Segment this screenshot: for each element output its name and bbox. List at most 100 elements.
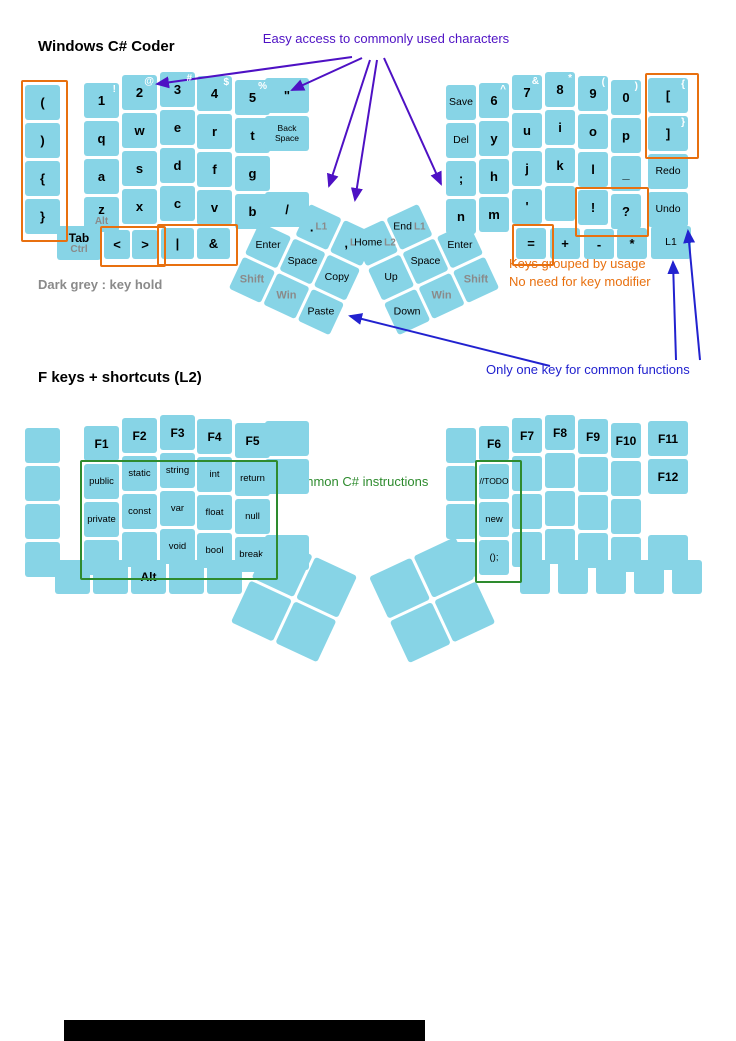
key-u[interactable]: u bbox=[512, 113, 542, 148]
key-o[interactable]: o bbox=[578, 114, 608, 149]
key-blank[interactable] bbox=[545, 491, 575, 526]
key-r[interactable]: r bbox=[197, 114, 232, 149]
key-blank[interactable] bbox=[446, 428, 476, 463]
key-blank[interactable]: < bbox=[104, 230, 130, 259]
key-blank[interactable]: { bbox=[25, 161, 60, 196]
key-f1[interactable]: F1 bbox=[84, 426, 119, 461]
key-f2[interactable]: F2 bbox=[122, 418, 157, 453]
key-blank[interactable] bbox=[545, 186, 575, 221]
key-i[interactable]: i bbox=[545, 110, 575, 145]
key-blank[interactable] bbox=[578, 495, 608, 530]
key-f10[interactable]: F10 bbox=[611, 423, 641, 458]
key-4[interactable]: $4 bbox=[197, 76, 232, 111]
key-6[interactable]: ^6 bbox=[479, 83, 509, 118]
key-x[interactable]: x bbox=[122, 189, 157, 224]
key-new[interactable]: new bbox=[479, 502, 509, 537]
key-blank[interactable] bbox=[25, 466, 60, 501]
key-var[interactable]: var bbox=[160, 491, 195, 526]
key-l[interactable]: l bbox=[578, 152, 608, 187]
key-undo[interactable]: Undo bbox=[648, 192, 688, 227]
key-blank[interactable]: * bbox=[617, 228, 647, 259]
key-t[interactable]: t bbox=[235, 118, 270, 153]
key-blank[interactable]: ! bbox=[578, 190, 608, 225]
key-m[interactable]: m bbox=[479, 197, 509, 232]
key-q[interactable]: q bbox=[84, 121, 119, 156]
key-blank[interactable] bbox=[634, 560, 664, 594]
key-static[interactable]: static bbox=[122, 456, 157, 491]
key-save[interactable]: Save bbox=[446, 85, 476, 120]
key-const[interactable]: const bbox=[122, 494, 157, 529]
key-blank[interactable] bbox=[558, 560, 588, 594]
key-7[interactable]: &7 bbox=[512, 75, 542, 110]
key-blank[interactable] bbox=[55, 560, 90, 594]
key-blank[interactable] bbox=[672, 560, 702, 594]
key-d[interactable]: d bbox=[160, 148, 195, 183]
key-null[interactable]: null bbox=[235, 499, 270, 534]
key-8[interactable]: *8 bbox=[545, 72, 575, 107]
key-blank[interactable] bbox=[275, 601, 337, 663]
key-blank[interactable] bbox=[446, 504, 476, 539]
key-1[interactable]: !1 bbox=[84, 83, 119, 118]
key-blank[interactable] bbox=[596, 560, 626, 594]
key-alt[interactable]: Alt bbox=[131, 560, 166, 594]
key-f7[interactable]: F7 bbox=[512, 418, 542, 453]
key-2[interactable]: @2 bbox=[122, 75, 157, 110]
key-y[interactable]: y bbox=[479, 121, 509, 156]
key-blank[interactable]: ) bbox=[25, 123, 60, 158]
key-blank[interactable]: " bbox=[265, 78, 309, 113]
key-private[interactable]: private bbox=[84, 502, 119, 537]
key-f5[interactable]: F5 bbox=[235, 423, 270, 458]
key-0[interactable]: )0 bbox=[611, 80, 641, 115]
key-f12[interactable]: F12 bbox=[648, 459, 688, 494]
key-5[interactable]: %5 bbox=[235, 80, 270, 115]
key-int[interactable]: int bbox=[197, 457, 232, 492]
key-blank[interactable] bbox=[207, 560, 242, 594]
key-string[interactable]: string bbox=[160, 453, 195, 488]
key-blank[interactable] bbox=[265, 421, 309, 456]
key-j[interactable]: j bbox=[512, 151, 542, 186]
key-blank[interactable]: (); bbox=[479, 540, 509, 575]
key-3[interactable]: #3 bbox=[160, 72, 195, 107]
key-blank[interactable] bbox=[545, 453, 575, 488]
key-e[interactable]: e bbox=[160, 110, 195, 145]
key-blank[interactable]: ? bbox=[611, 194, 641, 229]
key-9[interactable]: (9 bbox=[578, 76, 608, 111]
key-paste[interactable]: Paste bbox=[297, 288, 345, 336]
key-redo[interactable]: Redo bbox=[648, 154, 688, 189]
key-blank[interactable] bbox=[25, 542, 60, 577]
key-p[interactable]: p bbox=[611, 118, 641, 153]
key-blank[interactable] bbox=[25, 428, 60, 463]
key-c[interactable]: c bbox=[160, 186, 195, 221]
key-f9[interactable]: F9 bbox=[578, 419, 608, 454]
key-f6[interactable]: F6 bbox=[479, 426, 509, 461]
key-blank[interactable]: - bbox=[584, 229, 614, 259]
key-blank[interactable]: }] bbox=[648, 116, 688, 151]
key-blank[interactable] bbox=[446, 466, 476, 501]
key-blank[interactable] bbox=[545, 529, 575, 564]
key-blank[interactable]: + bbox=[550, 228, 580, 259]
key-blank[interactable]: | bbox=[161, 228, 194, 259]
key-blank[interactable]: {[ bbox=[648, 78, 688, 113]
key-blank[interactable] bbox=[578, 457, 608, 492]
key-blank[interactable] bbox=[611, 461, 641, 496]
key-a[interactable]: a bbox=[84, 159, 119, 194]
key-blank[interactable]: ' bbox=[512, 189, 542, 224]
key-blank[interactable] bbox=[512, 456, 542, 491]
key-float[interactable]: float bbox=[197, 495, 232, 530]
key-blank[interactable] bbox=[434, 581, 496, 643]
key-f3[interactable]: F3 bbox=[160, 415, 195, 450]
key-blank[interactable] bbox=[265, 459, 309, 494]
key-l1[interactable]: L1 bbox=[651, 226, 691, 259]
key-s[interactable]: s bbox=[122, 151, 157, 186]
key-blank[interactable]: = bbox=[516, 228, 546, 259]
key-f11[interactable]: F11 bbox=[648, 421, 688, 456]
key-blank[interactable]: > bbox=[132, 230, 158, 259]
key-blank[interactable] bbox=[520, 560, 550, 594]
key-f4[interactable]: F4 bbox=[197, 419, 232, 454]
key-blank[interactable] bbox=[25, 504, 60, 539]
key-public[interactable]: public bbox=[84, 464, 119, 499]
key-void[interactable]: void bbox=[160, 529, 195, 564]
key-del[interactable]: Del bbox=[446, 123, 476, 158]
key-todo[interactable]: //TODO bbox=[479, 464, 509, 499]
